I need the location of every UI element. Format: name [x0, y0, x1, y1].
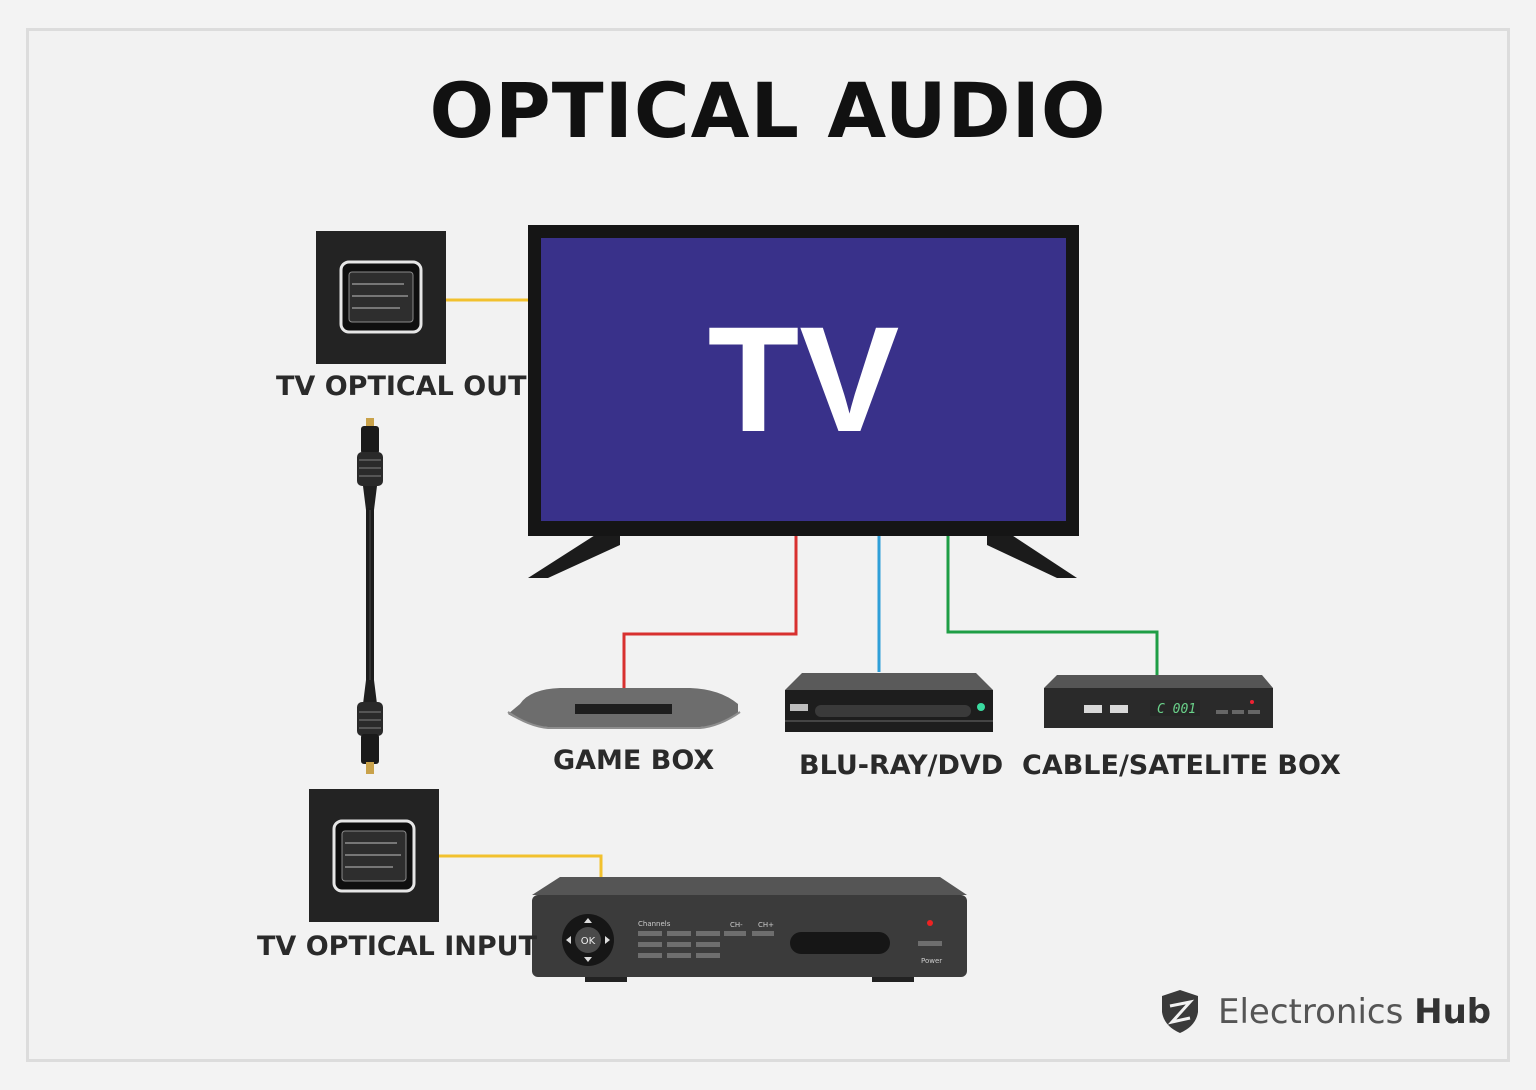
cable-box-label: CABLE/SATELITE BOX: [1022, 750, 1341, 781]
bluray-player: [785, 673, 993, 732]
optical-in-wire: [439, 854, 603, 878]
av-receiver: OK Channels CH- CH+ Power: [532, 877, 967, 982]
cable-satellite-box: C 001: [1044, 675, 1273, 728]
ok-button-label: OK: [581, 936, 596, 947]
ch-minus-label: CH-: [730, 921, 743, 929]
cable-box-wire: [946, 536, 1159, 676]
tv-optical-out-label: TV OPTICAL OUT: [276, 371, 527, 402]
power-label: Power: [921, 957, 942, 965]
tv-stand-right: [987, 530, 1077, 578]
brand-name-bold: Hub: [1414, 992, 1492, 1032]
game-box-label: GAME BOX: [553, 745, 715, 776]
channels-label: Channels: [638, 920, 671, 928]
diagram-title: OPTICAL AUDIO: [429, 66, 1107, 155]
brand-name: Electronics Hub: [1218, 992, 1491, 1032]
tv-stand-left: [528, 530, 620, 578]
optical-out-port: [316, 231, 446, 364]
ch-plus-label: CH+: [758, 921, 774, 929]
cable-box-display: C 001: [1157, 702, 1196, 717]
tv-optical-input-label: TV OPTICAL INPUT: [257, 931, 538, 962]
tv-screen: [541, 238, 1066, 521]
tv-label: TV: [707, 295, 900, 463]
brand-name-light: Electronics: [1218, 992, 1404, 1032]
game-box: [507, 688, 741, 729]
optical-input-port: [309, 789, 439, 922]
electronics-hub-logo: Electronics Hub: [1208, 988, 1491, 1036]
game-box-wire: [622, 536, 798, 690]
optical-cable: [357, 418, 383, 774]
connection-wires: [439, 298, 1159, 878]
electronics-hub-logo-icon: [1162, 990, 1198, 1033]
bluray-label: BLU-RAY/DVD: [799, 750, 1004, 781]
tv-set: [528, 225, 1079, 578]
